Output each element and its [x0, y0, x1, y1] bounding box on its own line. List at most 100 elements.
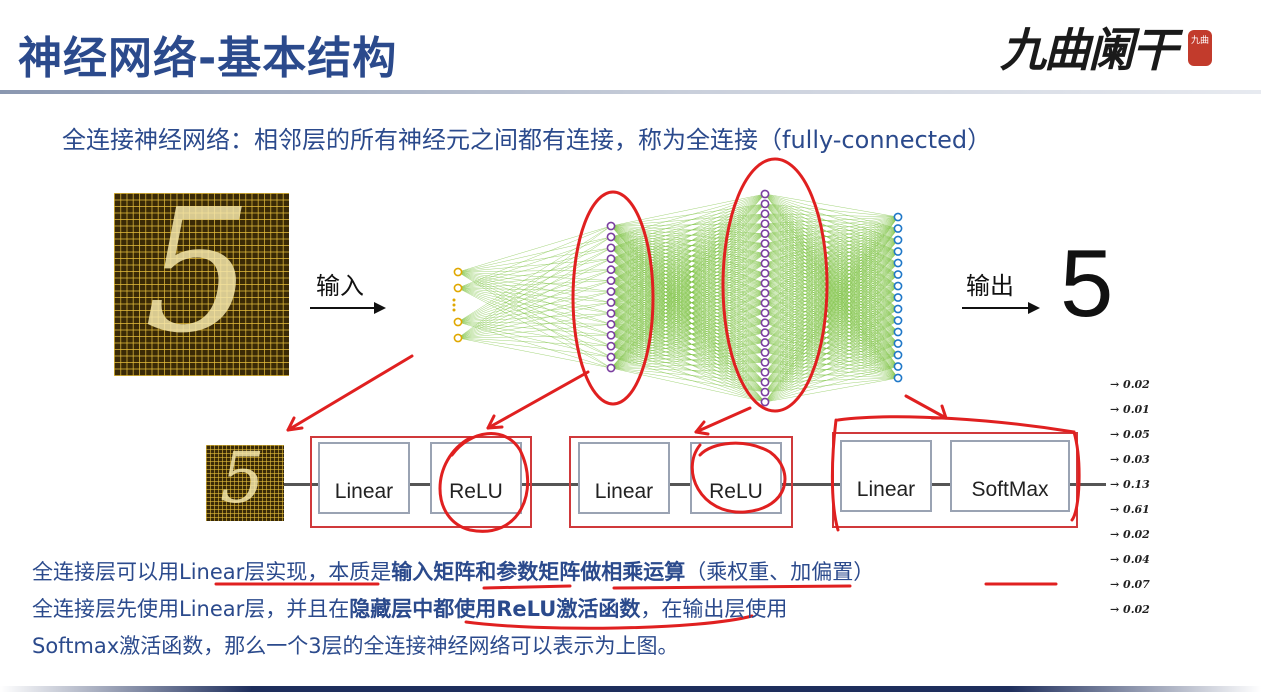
network-edge — [764, 203, 899, 241]
network-edge — [610, 203, 766, 227]
network-edge — [764, 320, 899, 373]
network-edge — [764, 354, 899, 383]
network-edge — [610, 193, 766, 281]
network-edge — [457, 313, 612, 339]
network-edge — [610, 292, 766, 314]
output-arrow — [962, 307, 1030, 309]
network-edge — [764, 213, 899, 252]
network-edge — [610, 203, 766, 238]
network-edge — [610, 213, 766, 325]
network-edge — [610, 292, 766, 358]
network-edge — [764, 253, 899, 264]
hidden-node — [606, 232, 616, 242]
network-edge — [764, 366, 899, 393]
network-edge — [610, 193, 766, 292]
network-edge — [457, 324, 612, 339]
network-edge — [764, 377, 899, 383]
network-edge — [610, 233, 766, 292]
network-edge — [764, 213, 899, 264]
network-edge — [764, 297, 899, 363]
network-edge — [610, 367, 766, 403]
network-edge — [764, 216, 899, 383]
network-edge — [610, 272, 766, 314]
network-edge — [457, 321, 612, 347]
network-edge — [764, 213, 899, 241]
network-edge — [764, 343, 899, 393]
network-edge — [764, 262, 899, 284]
network-edge — [457, 337, 612, 358]
network-edge — [764, 274, 899, 403]
network-edge — [610, 193, 766, 303]
layer-label: ReLU — [709, 480, 763, 503]
network-edge — [764, 308, 899, 403]
network-edge — [610, 253, 766, 369]
network-edge — [457, 291, 612, 339]
network-edge — [610, 302, 766, 358]
network-edge — [764, 228, 899, 393]
network-edge — [764, 343, 899, 363]
network-edge — [764, 285, 899, 373]
network-edge — [764, 343, 899, 403]
hidden-node — [606, 287, 616, 296]
network-edge — [610, 203, 766, 292]
network-edge — [764, 251, 899, 284]
network-edge — [610, 282, 766, 358]
network-edge — [764, 223, 899, 241]
input-arrow-head — [374, 302, 386, 314]
annotation-arrow-relu1 — [486, 370, 590, 430]
hidden-node — [760, 229, 770, 239]
layer-label: ReLU — [449, 480, 503, 503]
network-edge — [610, 203, 766, 314]
network-edge — [764, 223, 899, 229]
network-edge — [764, 233, 899, 264]
network-edge — [610, 263, 766, 325]
note-1c: ，本质是 — [307, 560, 392, 584]
hidden-node — [606, 276, 616, 286]
network-edge — [610, 356, 766, 363]
note-1g: ） — [853, 560, 875, 584]
network-edge — [764, 216, 899, 284]
network-edge — [764, 274, 899, 304]
annotation-arrow-output — [904, 394, 948, 420]
network-edge — [610, 280, 766, 284]
annotation-underline-relu — [464, 614, 754, 630]
note-1d: 输入矩阵和参数矩阵做相乘运算 — [391, 560, 686, 584]
input-node — [453, 267, 463, 277]
network-edge — [764, 343, 899, 353]
network-edge — [764, 331, 899, 353]
network-edge — [764, 233, 899, 275]
note-line-3: Softmax激活函数，那么一个3层的全连接神经网络可以表示为上图。 — [32, 634, 679, 658]
network-edge — [610, 312, 766, 358]
network-edge — [610, 292, 766, 336]
note-2a: 全连接层先使用Linear层，并且在 — [32, 597, 350, 621]
network-edge — [764, 262, 899, 353]
network-edge — [764, 274, 899, 353]
output-node — [893, 235, 903, 245]
network-edge — [764, 253, 899, 275]
network-edge — [610, 263, 766, 281]
hidden-node — [760, 387, 770, 397]
network-edge — [764, 308, 899, 393]
network-edge — [610, 273, 766, 347]
network-edge — [764, 297, 899, 393]
network-edge — [610, 223, 766, 292]
hidden-node — [760, 199, 770, 209]
network-edge — [764, 274, 899, 284]
layer-relu-2: ReLU — [690, 442, 782, 514]
hidden-node — [760, 189, 770, 199]
network-edge — [610, 356, 766, 373]
network-edge — [457, 269, 612, 323]
network-edge — [764, 308, 899, 363]
network-edge — [764, 216, 899, 234]
network-edge — [610, 322, 766, 358]
network-edge — [610, 193, 766, 270]
network-edge — [610, 356, 766, 403]
network-edge — [764, 251, 899, 383]
note-2b: 隐藏层中都使用ReLU激活函数 — [349, 597, 641, 621]
network-edge — [610, 213, 766, 336]
network-edge — [457, 225, 612, 289]
network-edge — [764, 343, 899, 383]
network-edge — [457, 236, 612, 273]
network-edge — [610, 243, 766, 358]
note-line-1: 全连接层可以用Linear层实现，本质是输入矩阵和参数矩阵做相乘运算（乘权重、加… — [32, 556, 874, 586]
